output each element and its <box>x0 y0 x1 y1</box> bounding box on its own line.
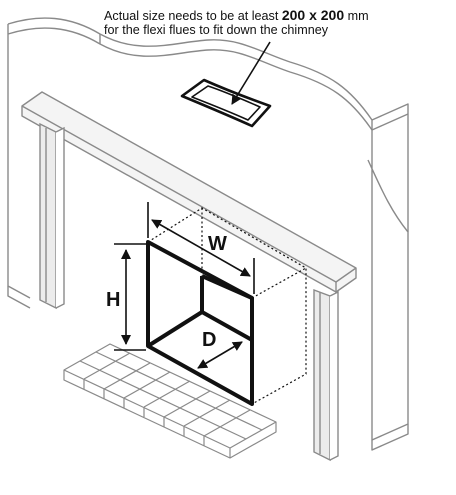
caption: Actual size needs to be at least 200 x 2… <box>104 8 452 37</box>
caption-unit: mm <box>344 9 369 23</box>
right-pillar <box>313 288 339 462</box>
depth-dimension <box>197 341 243 369</box>
caption-line2: for the flexi flues to fit down the chim… <box>104 23 329 37</box>
left-pillar <box>39 122 65 310</box>
mantelpiece <box>21 91 357 293</box>
height-label: H <box>106 289 120 311</box>
fireplace-depth-box <box>147 207 307 405</box>
depth-label: D <box>202 329 216 351</box>
chimney-opening <box>180 78 272 128</box>
chimney-breast <box>7 17 409 451</box>
width-dimension <box>147 202 255 294</box>
pointer-arrow <box>231 41 271 105</box>
caption-prefix: Actual size needs to be at least <box>104 9 282 23</box>
height-dimension <box>114 243 146 351</box>
hearth <box>63 343 277 459</box>
caption-dimensions: 200 x 200 <box>281 7 345 23</box>
fireplace-opening <box>146 240 254 406</box>
width-label: W <box>208 233 227 255</box>
